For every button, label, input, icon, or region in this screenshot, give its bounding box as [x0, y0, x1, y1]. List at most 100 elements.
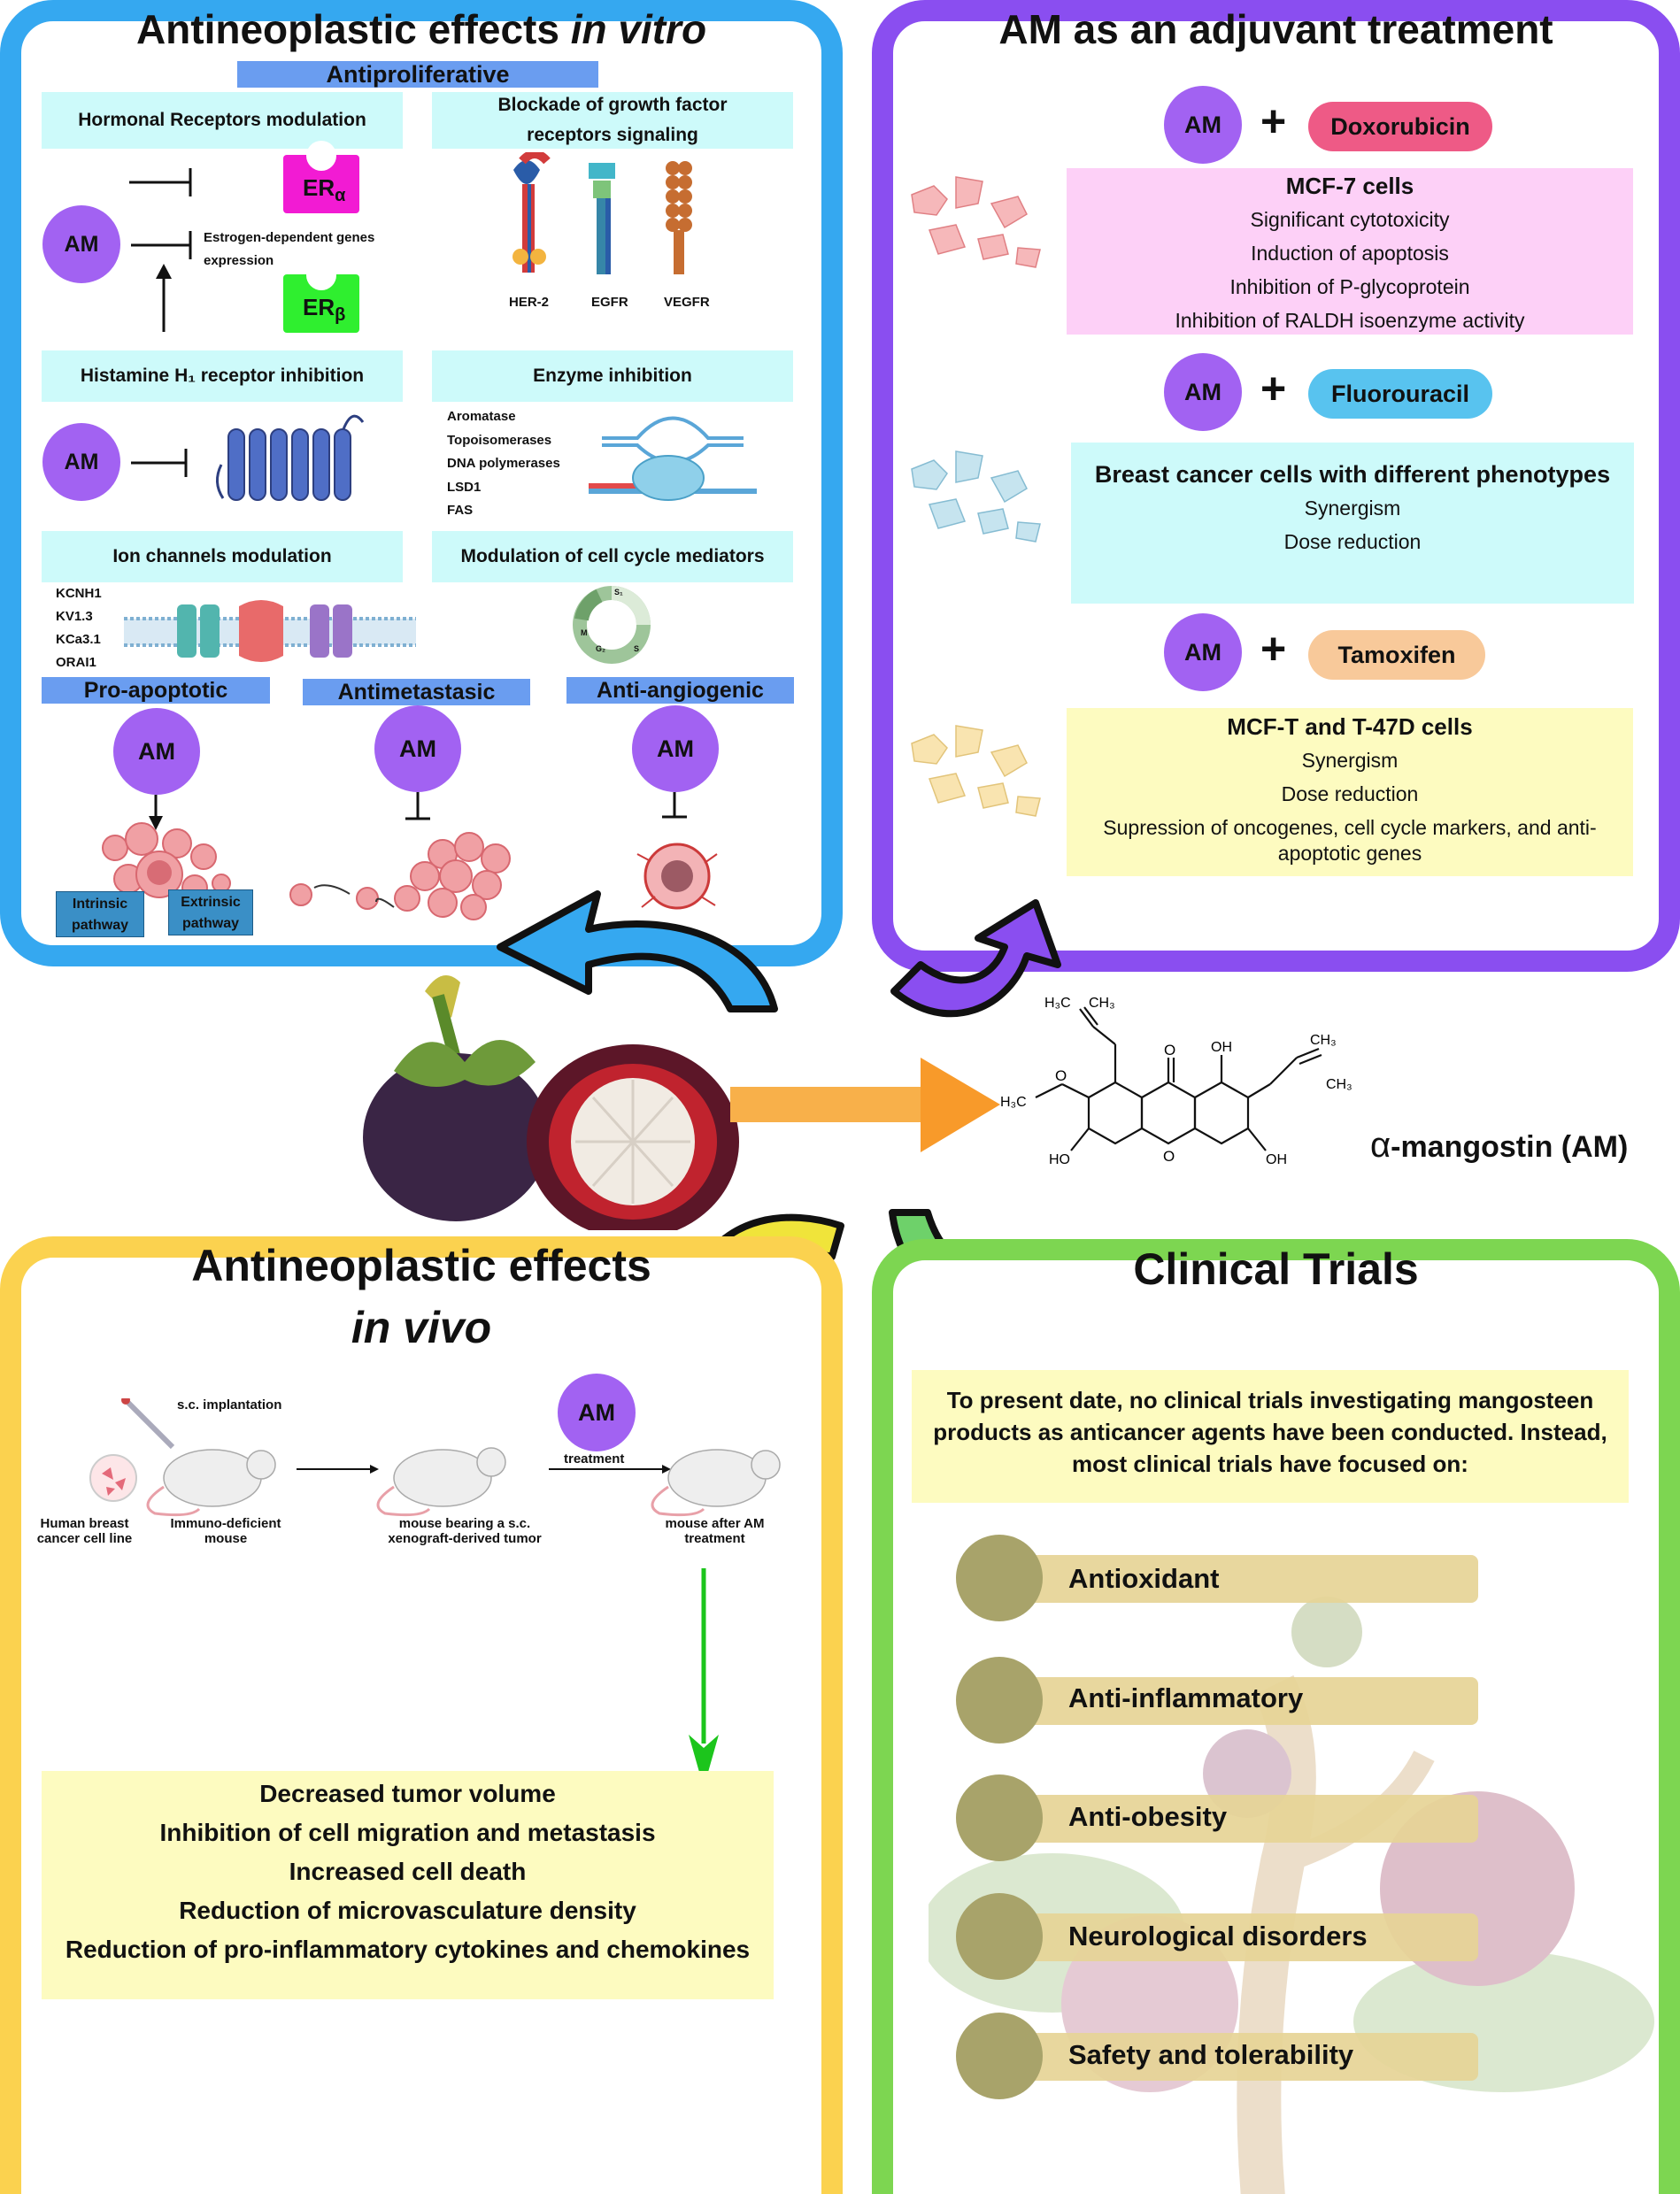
- fluorouracil-results-box: Breast cancer cells with different pheno…: [1071, 443, 1634, 604]
- arrow-to-in-vitro: [497, 890, 778, 1012]
- plus-sign: +: [1260, 364, 1287, 413]
- enzyme-list: Aromatase Topoisomerases DNA polymerases…: [447, 405, 560, 523]
- ion-channel-item: ORAI1: [56, 655, 96, 670]
- plus-sign: +: [1260, 624, 1287, 674]
- clinical-item-label: Anti-inflammatory: [1068, 1682, 1304, 1713]
- molecule-h3c-top: H₃C: [1044, 996, 1071, 1011]
- growth-receptors-icon: [512, 152, 692, 274]
- ion-channels-icon: [124, 600, 416, 662]
- arrow-to-adjuvant: [890, 899, 1061, 1018]
- breast-cancer-cells-icon: [911, 450, 1041, 543]
- tamoxifen-box-title: MCF-T and T-47D cells: [1227, 713, 1473, 740]
- molecule-o-carbonyl: O: [1164, 1042, 1175, 1059]
- doxorubicin-pill: Doxorubicin: [1308, 102, 1492, 151]
- egfr-label: EGFR: [591, 295, 628, 310]
- hormonal-inhibit-arrows: [129, 168, 192, 332]
- extrinsic-pathway-label: Extrinsic pathway: [168, 889, 253, 935]
- ion-channel-item: KCa3.1: [56, 632, 101, 647]
- in-vivo-result: Reduction of microvasculature density: [179, 1897, 636, 1924]
- clinical-item-bar: [1000, 1795, 1478, 1843]
- am-circle-fluorouracil: AM: [1164, 353, 1242, 431]
- molecule-ho-left: HO: [1049, 1152, 1070, 1167]
- enzyme-title: Enzyme inhibition: [432, 350, 793, 402]
- her2-label: HER-2: [509, 295, 550, 310]
- angiogenesis-cell-icon: [636, 792, 718, 910]
- center-right-arrow: [730, 1058, 1000, 1152]
- molecule-ch3-top: CH₃: [1089, 996, 1115, 1011]
- cell-cycle-s1: S₁: [614, 588, 623, 597]
- fluorouracil-line: Dose reduction: [1283, 530, 1422, 553]
- clinical-title: Clinical Trials: [1133, 1244, 1419, 1294]
- estrogen-genes-label: Estrogen-dependent genes expression: [204, 230, 375, 268]
- in-vivo-title-line2: in vivo: [351, 1303, 492, 1352]
- tamoxifen-results-box: MCF-T and T-47D cells Synergism Dose red…: [1067, 708, 1633, 876]
- clinical-intro-text: To present date, no clinical trials inve…: [933, 1387, 1607, 1477]
- am-circle-vivo: AM: [558, 1374, 636, 1451]
- er-alpha-sub: α: [335, 186, 346, 206]
- enzyme-item: Aromatase: [447, 409, 516, 424]
- treatment-label: treatment: [564, 1451, 625, 1467]
- ion-channels-title: Ion channels modulation: [42, 531, 403, 582]
- molecule-o-ring: O: [1163, 1148, 1175, 1165]
- molecule-ch3-right1: CH₃: [1310, 1033, 1337, 1048]
- cell-cycle-m: M: [581, 628, 588, 637]
- am-circle-hormonal: AM: [42, 205, 120, 283]
- er-alpha-receptor: ERα: [283, 141, 359, 213]
- enzyme-item: Topoisomerases: [447, 432, 552, 448]
- cell-cycle-icon: [573, 586, 651, 664]
- after-treatment-label: mouse after AM treatment: [665, 1516, 765, 1546]
- in-vivo-results-box: Decreased tumor volume Inhibition of cel…: [42, 1771, 774, 1999]
- am-circle-histamine: AM: [42, 423, 120, 501]
- mcf-t-cells-icon: [911, 725, 1041, 817]
- fluorouracil-box-title: Breast cancer cells with different pheno…: [1094, 461, 1611, 488]
- clinical-item-bar: [1000, 1555, 1478, 1603]
- intrinsic-pathway-label: Intrinsic pathway: [56, 891, 144, 937]
- fluorouracil-line: Synergism: [1304, 497, 1401, 520]
- am-circle-apoptotic: AM: [113, 708, 200, 795]
- adjuvant-title: AM as an adjuvant treatment: [998, 6, 1553, 52]
- in-vivo-title-line1: Antineoplastic effects: [191, 1241, 651, 1290]
- alpha-mangostin-label: α-mangostin (AM): [1370, 1126, 1628, 1166]
- cell-cycle-s: S: [634, 644, 640, 653]
- metastasis-cells-icon: [289, 792, 511, 920]
- molecule-oh-right: OH: [1266, 1152, 1287, 1167]
- ion-channel-item: KV1.3: [56, 609, 93, 624]
- results-arrow: [689, 1568, 719, 1788]
- clinical-item-dot: [956, 1774, 1043, 1861]
- dna-enzyme-icon: [589, 416, 757, 501]
- in-vivo-mice-diagram: [89, 1398, 781, 1517]
- antimetastasic-bar: Antimetastasic: [303, 679, 530, 705]
- molecule-oh-top: OH: [1211, 1040, 1232, 1055]
- clinical-intro-box: To present date, no clinical trials inve…: [912, 1370, 1629, 1503]
- tamoxifen-pill: Tamoxifen: [1308, 630, 1485, 680]
- alpha-symbol: α: [1370, 1126, 1391, 1165]
- vegfr-label: VEGFR: [664, 295, 710, 310]
- am-circle-metastasic: AM: [374, 705, 461, 792]
- antiproliferative-bar: Antiproliferative: [237, 61, 598, 88]
- er-beta-receptor: ERβ: [283, 260, 359, 333]
- clinical-item-bar: [1000, 1677, 1478, 1725]
- ion-channel-list: KCNH1 KV1.3 KCa3.1 ORAI1: [56, 582, 102, 674]
- molecule-o-methoxy: O: [1055, 1067, 1067, 1084]
- clinical-item-bar: [1000, 2033, 1478, 2081]
- histamine-receptor-icon: [131, 414, 365, 501]
- clinical-item-bar: [1000, 1913, 1478, 1961]
- in-vitro-title-main: Antineoplastic effects: [135, 6, 571, 52]
- doxorubicin-line: Inhibition of P-glycoprotein: [1229, 275, 1470, 298]
- doxorubicin-line: Induction of apoptosis: [1251, 242, 1449, 265]
- enzyme-item: DNA polymerases: [447, 456, 560, 471]
- bearing-mouse-label: mouse bearing a s.c. xenograft-derived t…: [388, 1516, 542, 1546]
- ion-channel-item: KCNH1: [56, 586, 102, 601]
- plus-sign: +: [1260, 96, 1287, 146]
- hormonal-title: Hormonal Receptors modulation: [42, 92, 403, 149]
- clinical-item-dot: [956, 2013, 1043, 2099]
- doxorubicin-line: Significant cytotoxicity: [1250, 208, 1450, 231]
- fluorouracil-pill: Fluorouracil: [1308, 369, 1492, 419]
- human-cell-line-label: Human breast cancer cell line: [36, 1516, 133, 1546]
- clinical-item-dot: [956, 1893, 1043, 1980]
- mangosteen-fruit-image: [363, 975, 739, 1230]
- sc-implantation-label: s.c. implantation: [177, 1397, 282, 1413]
- in-vivo-title: Antineoplastic effects in vivo: [0, 1235, 843, 1359]
- er-beta-label: ER: [303, 294, 335, 320]
- tamoxifen-line: Supression of oncogenes, cell cycle mark…: [1103, 816, 1597, 865]
